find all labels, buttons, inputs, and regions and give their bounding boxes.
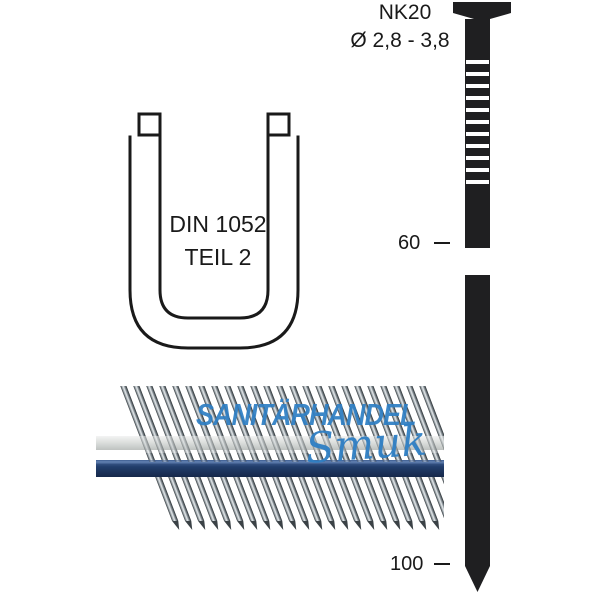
diameter-label: Ø 2,8 - 3,8: [350, 29, 450, 52]
ring-shank-nail-icon: [453, 2, 511, 592]
length-100-label: 100: [390, 553, 424, 575]
length-60-tick: [434, 242, 450, 244]
length-100-tick: [434, 563, 450, 565]
din-standard-line2: TEIL 2: [184, 244, 252, 270]
din-standard-text: DIN 1052 TEIL 2: [138, 208, 298, 274]
product-code-label: NK20: [378, 1, 432, 24]
din-staple-icon: [128, 112, 300, 350]
collated-nail-strip-photo: [96, 386, 444, 530]
din-standard-line1: DIN 1052: [169, 211, 267, 237]
length-60-label: 60: [398, 232, 421, 254]
